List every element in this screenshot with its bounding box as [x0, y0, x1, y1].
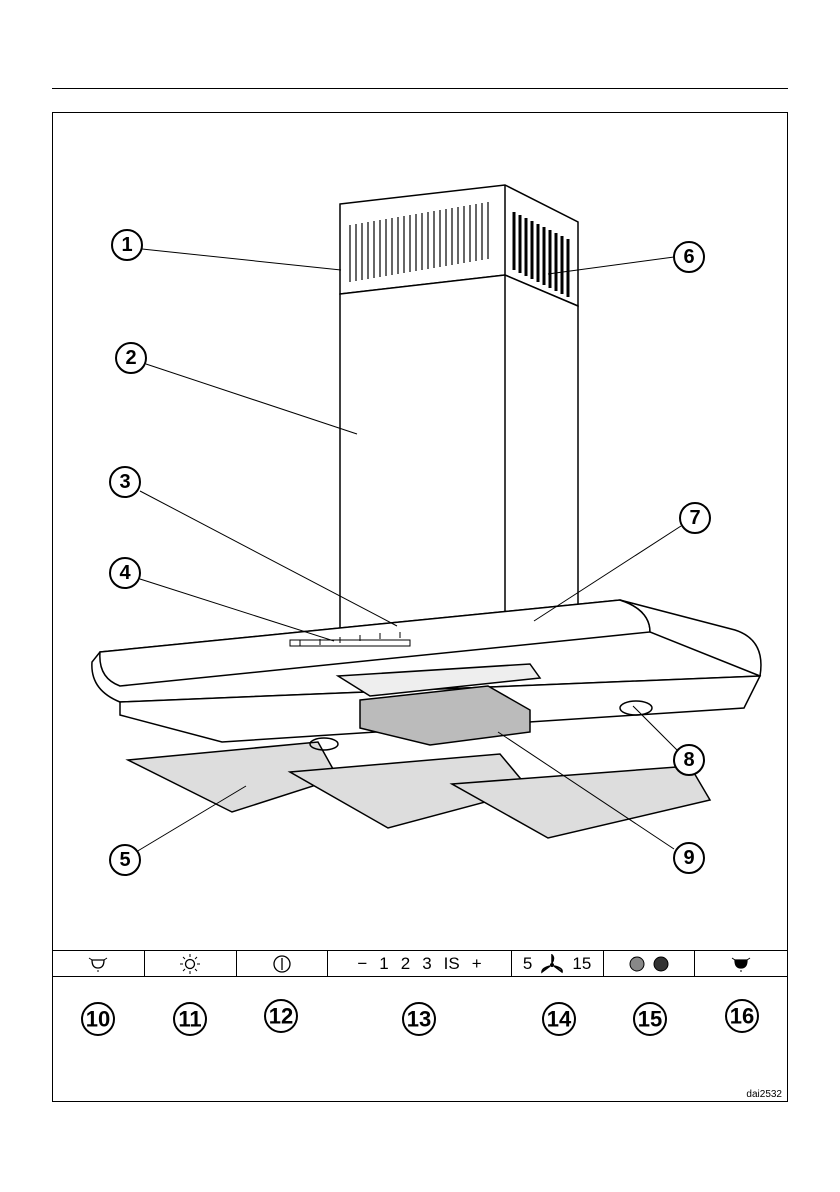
speed-1: 1 — [379, 954, 388, 974]
svg-text:7: 7 — [689, 507, 700, 529]
filter-saturation-icon — [604, 951, 696, 976]
callout-12: 12 — [265, 1000, 297, 1032]
svg-text:11: 11 — [178, 1007, 201, 1032]
svg-text:1: 1 — [121, 234, 132, 256]
callout-14: 14 — [543, 1003, 575, 1035]
fan-speed-sequence: − 1 2 3 IS + — [328, 951, 512, 976]
grease-filters — [128, 742, 710, 838]
upper-light-icon — [695, 951, 787, 976]
speed-plus: + — [472, 954, 482, 974]
callout-15: 15 — [634, 1003, 666, 1035]
callout-16: 16 — [726, 1000, 758, 1032]
callout-1: 1 — [112, 230, 142, 260]
svg-text:3: 3 — [119, 471, 130, 493]
svg-text:12: 12 — [269, 1004, 293, 1029]
callout-13: 13 — [403, 1003, 435, 1035]
svg-text:10: 10 — [86, 1007, 110, 1032]
speed-minus: − — [357, 954, 367, 974]
callout-7: 7 — [680, 503, 710, 533]
fan-icon — [538, 954, 566, 974]
speed-3: 3 — [422, 954, 431, 974]
callout-10: 10 — [82, 1003, 114, 1035]
svg-text:16: 16 — [730, 1004, 754, 1029]
lower-light-icon — [53, 951, 145, 976]
callout-3: 3 — [110, 467, 140, 497]
light-icon — [145, 951, 237, 976]
control-panel-strip: − 1 2 3 IS + 5 15 — [52, 950, 788, 977]
callout-11: 11 — [174, 1003, 206, 1035]
callout-5: 5 — [110, 845, 140, 875]
callout-2: 2 — [116, 343, 146, 373]
svg-text:15: 15 — [638, 1007, 662, 1032]
svg-text:14: 14 — [547, 1007, 572, 1032]
svg-text:2: 2 — [125, 347, 136, 369]
callout-9: 9 — [674, 843, 704, 873]
timer-left: 5 — [523, 954, 532, 974]
power-icon — [237, 951, 329, 976]
drawing-code: dai2532 — [746, 1089, 782, 1100]
svg-text:8: 8 — [683, 749, 694, 771]
speed-2: 2 — [401, 954, 410, 974]
timer-right: 15 — [572, 954, 591, 974]
timer-fan-icon: 5 15 — [512, 951, 604, 976]
svg-text:13: 13 — [407, 1007, 431, 1032]
svg-text:9: 9 — [683, 847, 694, 869]
speed-intensive: IS — [444, 954, 460, 974]
chimney-lower — [340, 275, 578, 630]
callout-4: 4 — [110, 558, 140, 588]
callout-8: 8 — [674, 745, 704, 775]
svg-text:5: 5 — [119, 849, 130, 871]
callout-6: 6 — [674, 242, 704, 272]
svg-text:4: 4 — [119, 562, 131, 584]
svg-text:6: 6 — [683, 246, 694, 268]
